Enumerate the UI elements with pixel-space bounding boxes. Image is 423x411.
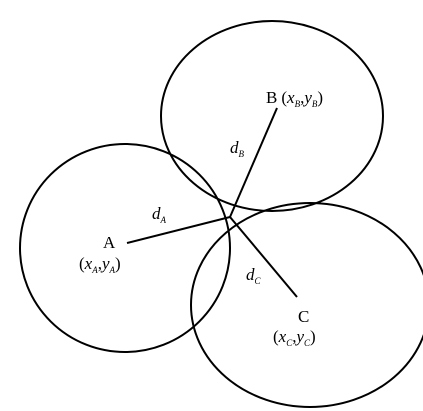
point-b-name: B [266,88,277,107]
radius-line-a [126,216,231,244]
point-c-name: C [298,307,309,326]
distance-label-a: dA [152,204,167,225]
point-c-coordinates: (xC,yC) [273,327,316,348]
circle-a [19,143,231,353]
distance-label-c: dC [246,265,262,286]
radius-line-b [229,107,278,218]
distance-label-b: dB [230,138,245,159]
circle-b [160,20,384,212]
point-b-label: B(xB,yB) [266,88,323,109]
point-a-coordinates: (xA,yA) [79,254,121,275]
circle-c [190,202,423,408]
point-a-name: A [103,233,116,252]
radius-line-c [229,216,298,298]
